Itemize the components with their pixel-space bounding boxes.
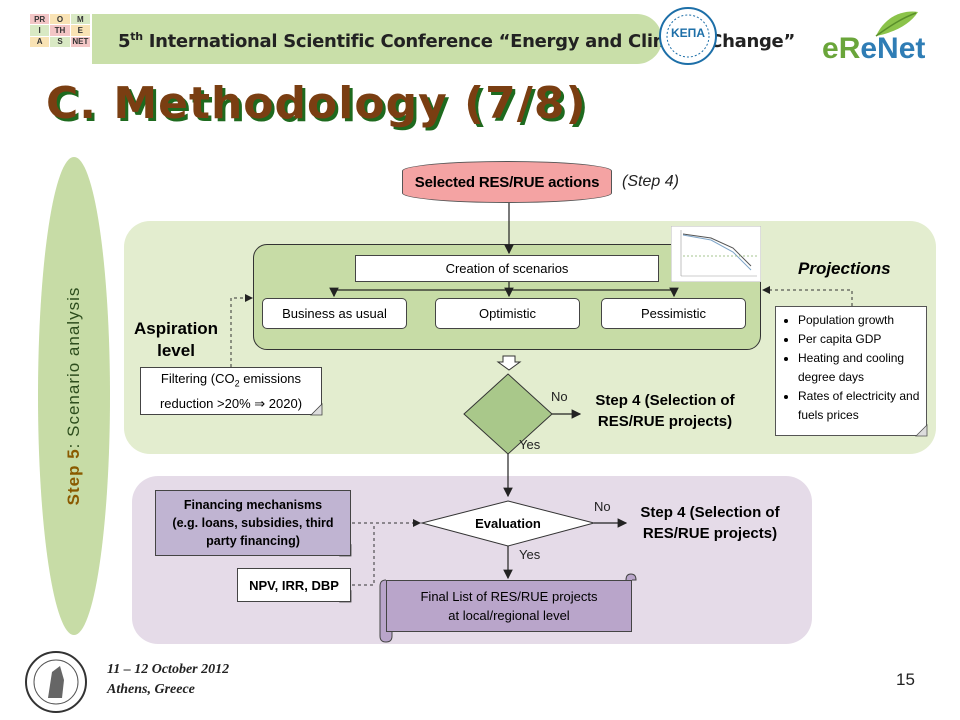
kepa-logo bbox=[659, 7, 717, 65]
logo-letter: TH bbox=[50, 25, 70, 36]
university-seal-icon bbox=[25, 651, 87, 713]
logo-letter: S bbox=[50, 36, 70, 48]
erenet-logo: eReNet bbox=[822, 32, 926, 65]
logo-letter: I bbox=[30, 25, 50, 36]
page-number: 15 bbox=[896, 670, 915, 689]
logo-letter: E bbox=[70, 25, 90, 36]
creation-of-scenarios-box: Creation of scenarios bbox=[355, 255, 659, 282]
logo-letter: M bbox=[70, 14, 90, 25]
conference-title: 5th International Scientific Conference … bbox=[118, 30, 795, 52]
logo-letter: NET bbox=[70, 36, 90, 48]
scenario-business-as-usual: Business as usual bbox=[262, 298, 407, 329]
scenario-optimistic: Optimistic bbox=[435, 298, 580, 329]
projection-item: Heating and cooling degree days bbox=[798, 349, 920, 387]
step4-note: (Step 4) bbox=[622, 173, 679, 190]
logo-letter: A bbox=[30, 36, 50, 48]
projection-item: Population growth bbox=[798, 311, 920, 330]
prometheas-logo: PR O M I TH E A S NET bbox=[30, 14, 90, 70]
projections-list: Population growth Per capita GDP Heating… bbox=[775, 306, 927, 436]
leaf-icon bbox=[875, 11, 918, 37]
projection-item: Rates of electricity and fuels prices bbox=[798, 387, 920, 425]
header-banner bbox=[92, 14, 662, 64]
logo-letter: O bbox=[50, 14, 70, 25]
kepa-logo-text: ΚΕΠΑ bbox=[670, 26, 705, 40]
decision-yes-label: Yes bbox=[519, 437, 541, 452]
evaluation-yes-label: Yes bbox=[519, 547, 541, 562]
npv-irr-dbp-box: NPV, IRR, DBP bbox=[237, 568, 351, 602]
step5-ellipse bbox=[38, 157, 110, 635]
financing-mechanisms-box: Financing mechanisms(e.g. loans, subsidi… bbox=[155, 490, 351, 556]
projection-chart-thumbnail bbox=[671, 226, 761, 282]
decision-no-label: No bbox=[551, 389, 568, 404]
scenario-pessimistic: Pessimistic bbox=[601, 298, 746, 329]
slide-title: C. Methodology (7/8) bbox=[46, 78, 587, 129]
evaluation-no-label: No bbox=[594, 499, 611, 514]
logo-letter: PR bbox=[30, 14, 50, 25]
selected-actions-cylinder: Selected RES/RUE actions bbox=[402, 161, 612, 203]
projection-item: Per capita GDP bbox=[798, 330, 920, 349]
projections-title: Projections bbox=[798, 259, 891, 278]
evaluation-label: Evaluation bbox=[475, 516, 541, 531]
